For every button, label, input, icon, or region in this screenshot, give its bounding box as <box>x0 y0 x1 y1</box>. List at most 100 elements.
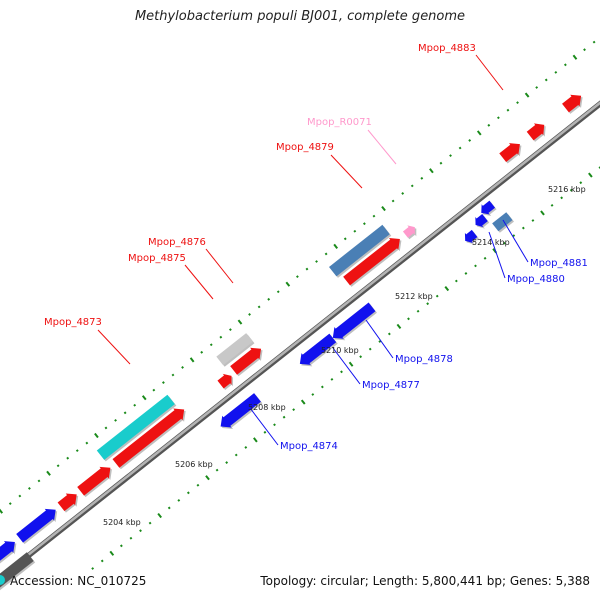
gene-gray-mpop-4876[interactable] <box>216 333 253 366</box>
tick-mark-upper <box>46 470 51 476</box>
tick-mark-upper <box>343 237 347 241</box>
tick-mark-upper <box>285 281 291 287</box>
tick-mark-upper <box>37 479 41 483</box>
tick-mark-upper <box>535 86 539 89</box>
tick-mark-lower <box>320 385 324 389</box>
gene-red-5205a[interactable] <box>57 493 77 512</box>
gene-blue-mpop-4881a[interactable] <box>475 214 488 228</box>
tick-mark-lower <box>273 423 276 427</box>
leader-mpop-4876 <box>205 248 234 284</box>
tick-mark-upper <box>563 63 567 67</box>
tick-mark-upper <box>496 116 500 120</box>
tick-mark-upper <box>583 48 586 52</box>
gene-steelblue-mpop-4881[interactable] <box>492 212 513 232</box>
tick-mark-lower <box>311 393 315 396</box>
tick-mark-lower <box>579 181 583 185</box>
gene-label-mpop-4881[interactable]: Mpop_4881 <box>530 258 588 269</box>
gene-red-mpop-4875[interactable] <box>217 373 232 389</box>
tick-mark-upper <box>429 168 434 174</box>
tick-mark-upper <box>524 92 530 98</box>
tick-mark-upper <box>200 350 204 354</box>
tick-mark-upper <box>315 260 318 263</box>
tick-mark-upper <box>248 313 251 316</box>
tick-mark-upper <box>94 432 99 439</box>
tick-mark-upper <box>506 108 510 112</box>
tick-mark-upper <box>162 381 165 384</box>
tick-mark-upper <box>381 205 386 212</box>
tick-mark-lower <box>205 475 210 481</box>
tick-mark-lower <box>91 567 95 570</box>
tick-mark-lower <box>474 264 477 268</box>
tick-mark-lower <box>196 483 200 487</box>
gene-steelblue-mpop-4879[interactable] <box>329 224 390 277</box>
tick-mark-upper <box>141 395 147 401</box>
gene-red-mpop-4883a[interactable] <box>499 143 520 163</box>
gene-red-5205b[interactable] <box>77 466 111 496</box>
gene-blue-mpop-4877[interactable] <box>299 333 337 365</box>
gene-label-mpop-r0071[interactable]: Mpop_R0071 <box>307 117 372 128</box>
leader-mpop-4875 <box>184 264 214 300</box>
leader-mpop-4883 <box>475 54 504 91</box>
gene-cyan-mpop-4873[interactable] <box>96 394 175 460</box>
tick-mark-upper <box>439 161 443 165</box>
gene-red-mpop-4879[interactable] <box>343 238 400 286</box>
tick-mark-lower <box>348 361 354 367</box>
leader-mpop-4878 <box>365 319 394 359</box>
tick-mark-lower <box>416 309 420 313</box>
gene-rna-mpop-r0071[interactable] <box>402 225 415 238</box>
tick-label-5204: 5204 kbp <box>103 518 141 527</box>
tick-mark-lower <box>521 226 525 230</box>
tick-mark-lower <box>109 550 115 556</box>
tick-mark-upper <box>372 214 376 218</box>
tick-mark-lower <box>215 468 219 472</box>
tick-mark-upper <box>420 176 424 180</box>
tick-mark-lower <box>167 506 171 510</box>
gene-blue-mpop-4878[interactable] <box>332 302 376 339</box>
tick-mark-upper <box>276 290 280 294</box>
gene-blue-mpop-4881b[interactable] <box>481 200 496 215</box>
tick-mark-upper <box>305 267 309 271</box>
tick-mark-upper <box>104 426 108 430</box>
tick-mark-upper <box>152 388 156 392</box>
leader-mpop-4873 <box>97 329 131 365</box>
tick-mark-lower <box>186 491 190 495</box>
genome-backbone-highlight <box>0 101 600 579</box>
gene-label-mpop-4876[interactable]: Mpop_4876 <box>148 237 206 248</box>
tick-mark-lower <box>588 172 593 178</box>
gene-red-mpop-4876a[interactable] <box>230 347 262 375</box>
gene-red-mpop-4873[interactable] <box>112 408 185 468</box>
gene-label-mpop-4877[interactable]: Mpop_4877 <box>362 380 420 391</box>
tick-mark-upper <box>237 319 243 325</box>
lower-tick-row <box>91 166 600 570</box>
label-leader-lines <box>97 54 529 446</box>
tick-label-5208: 5208 kbp <box>248 403 286 412</box>
gene-gray-left[interactable] <box>0 552 34 599</box>
gene-label-mpop-4878[interactable]: Mpop_4878 <box>395 354 453 365</box>
gene-label-mpop-4879[interactable]: Mpop_4879 <box>276 142 334 153</box>
gene-label-mpop-4875[interactable]: Mpop_4875 <box>128 253 186 264</box>
tick-mark-upper <box>362 222 366 226</box>
tick-mark-upper <box>123 411 127 415</box>
leader-mpop-4879 <box>330 154 363 189</box>
genome-summary-text: Topology: circular; Length: 5,800,441 bp… <box>260 574 590 588</box>
tick-mark-lower <box>253 437 258 443</box>
gene-label-mpop-4883[interactable]: Mpop_4883 <box>418 43 476 54</box>
tick-mark-upper <box>391 199 395 203</box>
tick-mark-lower <box>282 415 286 419</box>
gene-blue-far-left[interactable] <box>0 541 15 586</box>
gene-red-far-right[interactable] <box>562 94 582 113</box>
gene-label-mpop-4874[interactable]: Mpop_4874 <box>280 441 338 452</box>
tick-mark-lower <box>340 370 343 374</box>
tick-mark-lower <box>244 446 248 449</box>
gene-label-mpop-4873[interactable]: Mpop_4873 <box>44 317 102 328</box>
gene-label-mpop-4880[interactable]: Mpop_4880 <box>507 274 565 285</box>
tick-mark-lower <box>454 279 458 283</box>
gene-blue-mpop-4880[interactable] <box>464 229 478 244</box>
gene-red-mpop-4883b[interactable] <box>526 123 545 141</box>
tick-mark-upper <box>333 243 339 249</box>
gene-blue-left[interactable] <box>16 508 56 543</box>
tick-mark-upper <box>209 343 213 347</box>
tick-mark-upper <box>8 502 12 506</box>
gene-blue-mpop-4874[interactable] <box>220 393 261 428</box>
